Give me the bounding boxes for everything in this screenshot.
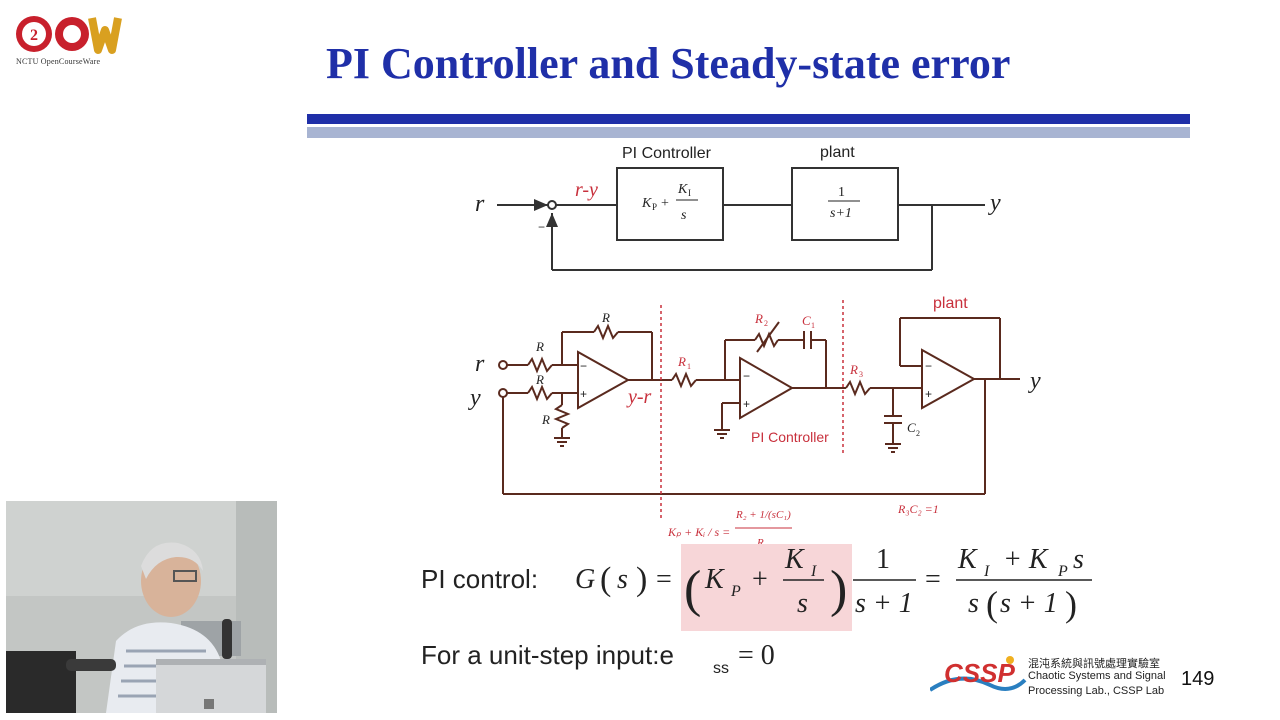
svg-text:For a unit-step input:e: For a unit-step input:e (421, 640, 674, 670)
svg-text:1: 1 (811, 321, 815, 330)
svg-text:s + 1: s + 1 (1000, 588, 1058, 619)
svg-text:3: 3 (859, 370, 863, 379)
svg-text:): ) (636, 561, 647, 598)
resistor-label: R (535, 339, 544, 354)
svg-text:K: K (677, 182, 688, 197)
block-controller-label: PI Controller (622, 145, 712, 162)
svg-text:s: s (681, 208, 687, 223)
subtractor-output-label: y-r (626, 386, 652, 408)
svg-text:s: s (797, 588, 808, 619)
svg-text:ss: ss (713, 660, 729, 677)
r3c2-condition: R₃C₂ =1 (897, 502, 939, 516)
block-diagram (497, 167, 985, 271)
opamp-circuit (498, 317, 1020, 495)
pi-control-equation: PI control: G ( s ) = ( K P + K I s ) 1 … (421, 544, 1092, 624)
svg-text:2: 2 (764, 319, 768, 328)
c2-label: C (907, 420, 916, 435)
svg-text:I: I (810, 563, 817, 580)
svg-text:K: K (957, 544, 978, 575)
svg-text:1: 1 (876, 544, 890, 575)
resistor-label: R (535, 372, 544, 387)
unit-step-statement: For a unit-step input:e ss = 0 (421, 640, 775, 677)
svg-text:P: P (1057, 563, 1068, 580)
circuit-plant-label: plant (933, 295, 968, 312)
svg-text:s: s (968, 588, 979, 619)
page-number: 149 (1181, 668, 1215, 690)
svg-text:+: + (661, 196, 669, 211)
circuit-pi-controller-label: PI Controller (751, 429, 829, 445)
block-error-label: r-y (575, 179, 598, 201)
svg-text:s+1: s+1 (830, 206, 852, 221)
resistor-label: R (541, 412, 550, 427)
svg-text:Kₚ + Kᵢ / s =: Kₚ + Kᵢ / s = (667, 525, 730, 539)
resistor-label: R (601, 310, 610, 325)
opamp-plus: + (580, 387, 587, 401)
circuit-input-y: y (468, 385, 481, 411)
svg-text:2: 2 (916, 429, 920, 438)
circuit-input-r: r (475, 351, 485, 377)
r2-label: R (754, 311, 763, 326)
r1-label: R (677, 354, 686, 369)
svg-text:s: s (1073, 544, 1084, 575)
svg-text:=: = (925, 564, 941, 595)
svg-text:K: K (641, 196, 652, 211)
svg-text:=: = (656, 564, 672, 595)
block-plant-label: plant (820, 144, 855, 161)
opamp-plus: + (925, 387, 932, 401)
controller-transfer-function: K P + K I s (641, 182, 698, 223)
svg-text:): ) (1065, 584, 1077, 624)
kp-ki-relation: Kₚ + Kᵢ / s = R₂ + 1/(sC₁) R₁ (667, 509, 792, 549)
cssp-lab-logo: CSSP (930, 656, 1027, 692)
presenter-webcam (6, 501, 277, 713)
svg-text:I: I (688, 188, 691, 198)
svg-text:CSSP: CSSP (944, 658, 1015, 688)
lab-name-english-1: Chaotic Systems and Signal (1028, 670, 1166, 682)
svg-text:2: 2 (30, 27, 38, 44)
svg-text:): ) (830, 561, 847, 618)
slide-title: PI Controller and Steady-state error (326, 39, 1011, 88)
svg-text:+ K: + K (1003, 544, 1049, 575)
opamp-minus: − (925, 359, 932, 373)
circuit-output-y: y (1028, 368, 1041, 394)
svg-text:P: P (730, 583, 741, 600)
svg-text:(: ( (986, 584, 998, 624)
nctu-ocw-logo: 2 (16, 16, 122, 54)
svg-text:K: K (784, 544, 805, 575)
svg-text:s + 1: s + 1 (855, 588, 913, 619)
c1-label: C (802, 313, 811, 328)
svg-text:P: P (652, 202, 657, 212)
r3-label: R (849, 362, 858, 377)
feedback-minus-sign: − (538, 220, 545, 234)
plant-transfer-function: 1 s+1 (828, 185, 860, 221)
svg-text:s: s (617, 564, 628, 595)
opamp-plus: + (743, 397, 750, 411)
opamp-minus: − (580, 359, 587, 373)
title-underline-dark (307, 114, 1190, 124)
logo-caption: NCTU OpenCourseWare (16, 57, 101, 66)
svg-text:PI control:: PI control: (421, 564, 538, 594)
svg-text:1: 1 (838, 185, 845, 200)
svg-text:1: 1 (687, 362, 691, 371)
title-underline-light (307, 127, 1190, 138)
lab-name-chinese: 混沌系統與訊號處理實驗室 (1028, 658, 1160, 670)
block-output-y: y (988, 190, 1001, 216)
opamp-minus: − (743, 369, 750, 383)
svg-text:R₁: R₁ (756, 537, 768, 549)
svg-text:R₂ + 1/(sC₁): R₂ + 1/(sC₁) (735, 509, 791, 521)
svg-text:(: ( (684, 561, 701, 618)
svg-text:K: K (704, 564, 725, 595)
highlight-box (681, 544, 852, 631)
svg-text:I: I (983, 563, 990, 580)
lab-name-english-2: Processing Lab., CSSP Lab (1028, 685, 1165, 697)
svg-text:= 0: = 0 (738, 640, 775, 671)
block-input-r: r (475, 191, 485, 217)
svg-text:(: ( (600, 561, 611, 598)
svg-text:+: + (752, 564, 768, 595)
svg-text:G: G (575, 564, 595, 595)
